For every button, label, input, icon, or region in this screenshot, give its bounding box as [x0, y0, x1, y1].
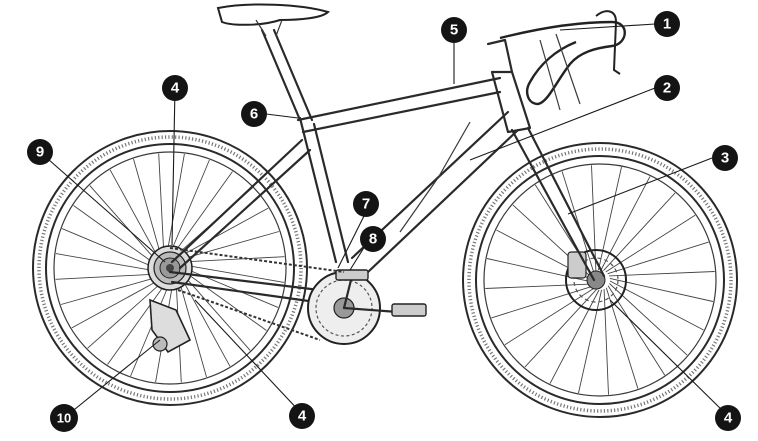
spoke — [178, 278, 207, 378]
callout-7-label: 7 — [362, 196, 370, 213]
handlebar — [486, 10, 626, 111]
leader-lines — [39, 23, 727, 419]
spoke — [158, 153, 165, 256]
front-wheel — [462, 142, 738, 418]
leader-9 — [39, 151, 166, 263]
callout-6: 6 — [241, 101, 267, 127]
spoke — [107, 281, 168, 365]
spoke — [133, 158, 162, 258]
spoke — [504, 287, 595, 346]
spoke — [597, 166, 622, 271]
spoke — [607, 285, 666, 376]
callout-9: 9 — [27, 139, 53, 165]
leader-2 — [469, 87, 656, 161]
callout-4a-label: 4 — [171, 80, 180, 97]
spoke — [183, 267, 279, 308]
callout-2: 2 — [654, 75, 680, 101]
spoke — [609, 283, 688, 356]
spoke — [609, 271, 715, 277]
spoke — [561, 171, 595, 273]
callout-10: 10 — [50, 404, 78, 432]
leader-4a — [171, 87, 176, 246]
spoke — [89, 185, 158, 263]
leader-6 — [265, 113, 299, 119]
leader-1 — [559, 23, 656, 31]
spoke — [578, 289, 603, 394]
spoke — [109, 169, 160, 260]
callout-5-label: 5 — [450, 22, 458, 39]
callout-4-rear-top: 4 — [162, 75, 188, 101]
spoke — [183, 270, 267, 331]
spoke — [166, 153, 185, 255]
spoke — [600, 176, 651, 271]
spoke — [183, 264, 285, 283]
spoke — [182, 273, 251, 351]
rear-derailleur — [149, 298, 192, 354]
spoke — [180, 231, 280, 260]
spoke — [605, 214, 696, 273]
callout-4b-label: 4 — [298, 408, 307, 425]
callout-3: 3 — [712, 145, 738, 171]
spoke — [591, 165, 597, 271]
rear-spokes — [55, 153, 285, 383]
spoke — [73, 205, 157, 266]
callout-1-label: 1 — [663, 16, 671, 33]
spoke — [130, 281, 171, 377]
spoke — [60, 276, 160, 305]
spoke — [180, 276, 231, 367]
spoke — [491, 285, 593, 319]
spoke — [603, 289, 609, 395]
spoke — [169, 159, 210, 255]
callout-4-front: 4 — [715, 405, 741, 431]
callout-4-rear-bottom: 4 — [289, 403, 315, 429]
spoke — [55, 253, 157, 272]
callout-3-label: 3 — [721, 150, 729, 167]
callout-6-label: 6 — [250, 106, 258, 123]
callout-8-label: 8 — [369, 231, 377, 248]
callout-10-label: 10 — [57, 411, 71, 426]
seatpost-saddle — [216, 3, 330, 122]
spoke — [603, 192, 676, 271]
spoke — [605, 287, 639, 389]
leader-4b — [194, 299, 303, 415]
spoke — [485, 283, 591, 289]
leader-4c — [609, 299, 727, 415]
callout-4c-label: 4 — [724, 410, 733, 427]
spoke — [549, 289, 600, 384]
crankset — [307, 269, 427, 345]
spoke — [178, 207, 269, 258]
leader-10 — [63, 339, 161, 419]
callout-8: 8 — [360, 226, 386, 252]
callout-5: 5 — [441, 17, 467, 43]
callout-7: 7 — [353, 191, 379, 217]
leader-7 — [337, 215, 365, 269]
rear-wheel — [32, 130, 308, 406]
spoke — [55, 273, 158, 280]
spoke — [172, 171, 233, 255]
frame — [168, 70, 606, 306]
spoke — [61, 228, 157, 269]
drivetrain — [149, 247, 345, 354]
spoke — [182, 256, 285, 263]
callout-9-label: 9 — [36, 144, 44, 161]
callout-1: 1 — [654, 11, 680, 37]
spoke — [71, 278, 162, 329]
callout-2-label: 2 — [663, 80, 671, 97]
spoke — [609, 277, 714, 302]
spoke — [87, 280, 165, 349]
spoke — [524, 289, 597, 368]
leader-3 — [567, 157, 713, 215]
